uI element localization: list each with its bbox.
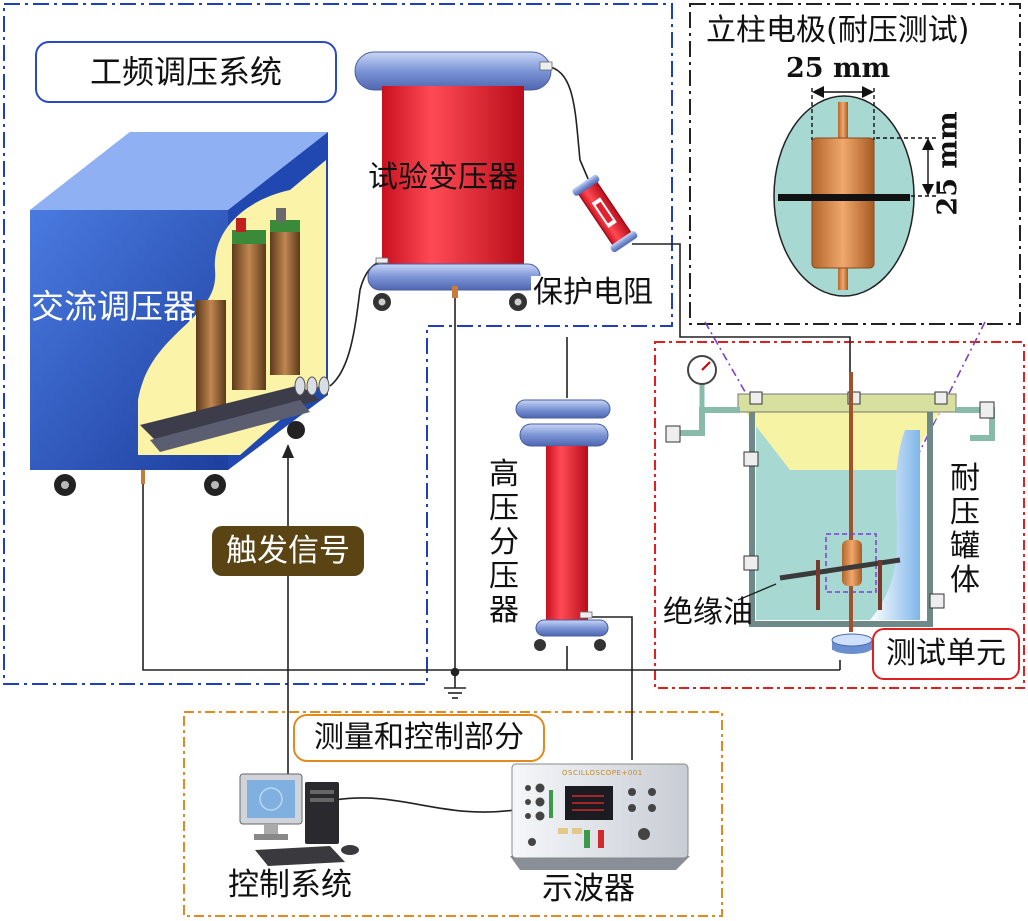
tank-label: 耐压罐体 (950, 461, 980, 598)
insulating-oil-label: 绝缘油 (663, 595, 753, 630)
test-unit-region-border (654, 341, 1025, 689)
control-system-label: 控制系统 (228, 867, 352, 903)
oscilloscope-icon (510, 763, 690, 870)
oscilloscope-brand-label: OSCILLOSCOPE+001 (562, 769, 643, 777)
ac-regulator (30, 132, 330, 496)
hv-divider-label: 高压分压器 (489, 457, 519, 628)
hv-divider (515, 399, 611, 651)
monitor-icon (239, 773, 359, 866)
oscilloscope-label: 示波器 (542, 871, 635, 907)
test-unit-label: 测试单元 (872, 628, 1020, 680)
pressure-gauge-icon (687, 355, 717, 410)
trigger-arrow-head (282, 444, 294, 458)
test-transformer-label: 试验变压器 (368, 160, 518, 195)
electrode-region-border (689, 3, 1021, 325)
measure-region-border (183, 711, 723, 917)
protection-resistor-label: 保护电阻 (531, 275, 655, 310)
ground-icon (444, 667, 466, 699)
test-tank (665, 355, 995, 654)
test-transformer (354, 51, 553, 311)
electrode-inset (773, 86, 938, 297)
electrode-title-label: 立柱电极(耐压测试) (706, 13, 970, 48)
protection-resistor (572, 174, 638, 253)
dim-horizontal-label: 25 mm (786, 53, 891, 84)
power-freq-region-border (3, 3, 673, 685)
ac-regulator-label: 交流调压器 (31, 287, 196, 326)
power-freq-system-label: 工频调压系统 (35, 41, 337, 103)
dim-vertical-label: 25 mm (932, 111, 964, 216)
trigger-signal-label: 触发信号 (212, 526, 364, 576)
measure-control-label: 测量和控制部分 (293, 714, 545, 762)
